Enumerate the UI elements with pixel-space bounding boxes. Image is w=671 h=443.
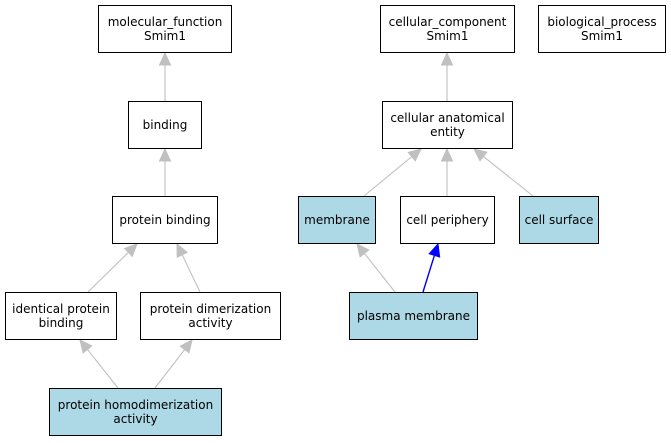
edge-line bbox=[154, 349, 186, 389]
node-molecular-function[interactable]: molecular_function Smim1 bbox=[98, 5, 232, 53]
arrowhead bbox=[176, 242, 189, 258]
arrowhead bbox=[158, 147, 172, 162]
node-label: biological_process Smim1 bbox=[547, 15, 657, 43]
arrowhead bbox=[356, 243, 370, 258]
edge-cell-periphery-to-cellular-anatomical-entity bbox=[440, 147, 454, 196]
edge-protein-dimerization-to-protein-binding bbox=[176, 242, 201, 293]
edge-protein-homodimerization-to-protein-dimerization bbox=[154, 339, 193, 389]
edge-line bbox=[422, 255, 436, 293]
node-identical-protein-binding[interactable]: identical protein binding bbox=[5, 292, 117, 340]
edge-protein-binding-to-binding bbox=[158, 147, 172, 196]
arrowhead bbox=[158, 51, 172, 66]
arrowhead bbox=[123, 243, 138, 258]
node-label: cellular_component Smim1 bbox=[388, 15, 507, 43]
node-label: cellular anatomical entity bbox=[390, 111, 505, 139]
arrowhead bbox=[440, 147, 454, 162]
node-label: identical protein binding bbox=[12, 302, 110, 330]
node-label: cell surface bbox=[524, 213, 594, 227]
edge-line bbox=[363, 156, 413, 197]
node-label: molecular_function Smim1 bbox=[107, 15, 223, 43]
node-cell-periphery[interactable]: cell periphery bbox=[400, 196, 495, 244]
arrowhead bbox=[440, 51, 454, 66]
node-plasma-membrane[interactable]: plasma membrane bbox=[349, 292, 478, 340]
node-cellular-component[interactable]: cellular_component Smim1 bbox=[380, 5, 515, 53]
arrowhead bbox=[79, 339, 93, 354]
node-protein-binding[interactable]: protein binding bbox=[112, 196, 218, 244]
arrowhead bbox=[179, 339, 193, 354]
edge-line bbox=[87, 349, 119, 389]
node-label: plasma membrane bbox=[356, 309, 471, 323]
edge-cellular-anatomical-entity-to-cc-root bbox=[440, 51, 454, 101]
node-label: protein dimerization activity bbox=[149, 302, 272, 330]
arrowhead bbox=[473, 148, 488, 162]
edge-membrane-to-cellular-anatomical-entity bbox=[363, 148, 422, 197]
node-cell-surface[interactable]: cell surface bbox=[519, 196, 599, 244]
node-protein-homodimerization-activity[interactable]: protein homodimerization activity bbox=[49, 388, 222, 436]
node-biological-process[interactable]: biological_process Smim1 bbox=[538, 5, 666, 53]
node-cellular-anatomical-entity[interactable]: cellular anatomical entity bbox=[382, 101, 513, 149]
node-label: protein homodimerization activity bbox=[57, 398, 214, 426]
edge-binding-to-mf-root bbox=[158, 51, 172, 101]
node-membrane[interactable]: membrane bbox=[298, 196, 376, 244]
edge-cell-surface-to-cellular-anatomical-entity bbox=[473, 148, 534, 197]
arrowhead bbox=[407, 148, 422, 162]
edge-line bbox=[87, 252, 129, 293]
node-binding[interactable]: binding bbox=[128, 101, 202, 149]
edge-protein-homodimerization-to-identical-protein-binding bbox=[79, 339, 119, 389]
arrowhead bbox=[428, 242, 441, 258]
edge-line bbox=[483, 156, 534, 197]
node-protein-dimerization-activity[interactable]: protein dimerization activity bbox=[140, 292, 281, 340]
edge-plasma-membrane-to-membrane bbox=[356, 243, 396, 293]
edge-line bbox=[181, 254, 201, 293]
node-label: membrane bbox=[304, 213, 370, 227]
node-label: protein binding bbox=[119, 213, 211, 227]
edge-identical-protein-binding-to-protein-binding bbox=[87, 243, 138, 293]
edge-line bbox=[364, 253, 396, 293]
node-label: binding bbox=[142, 118, 188, 132]
edge-plasma-membrane-to-cell-periphery bbox=[422, 242, 441, 293]
node-label: cell periphery bbox=[406, 213, 489, 227]
